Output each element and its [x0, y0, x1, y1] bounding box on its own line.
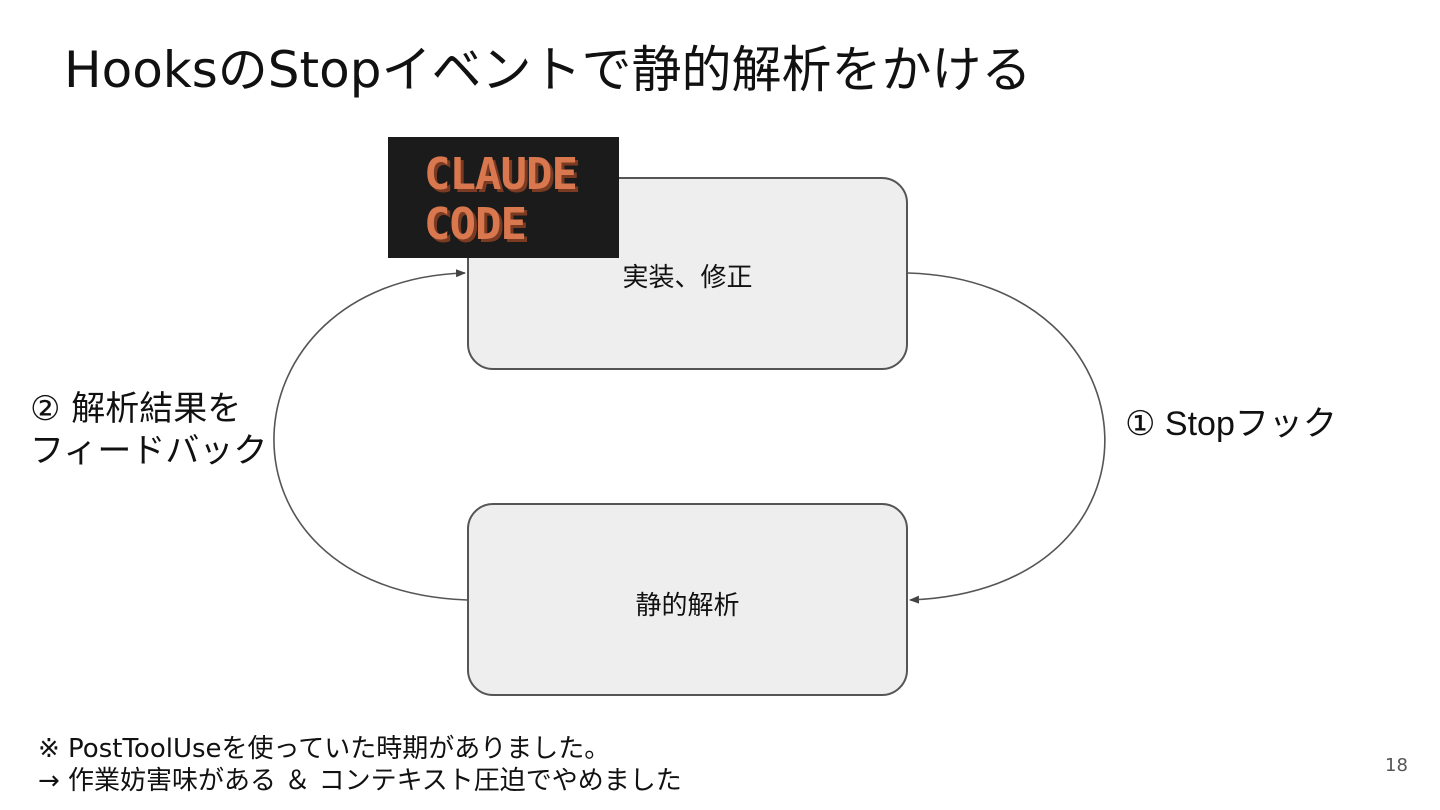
static-analysis-label: 静的解析	[635, 591, 740, 621]
claude-code-logo: CLAUDE CODE	[388, 137, 619, 258]
feedback-label: ② 解析結果を フィードバック	[30, 388, 267, 472]
logo-line-2: CODE	[424, 199, 527, 250]
implement-fix-label: 実装、修正	[622, 263, 753, 293]
footnote-line2: → 作業妨害味がある ＆ コンテキスト圧迫でやめました	[38, 766, 682, 796]
feedback-label-line2: フィードバック	[30, 431, 268, 471]
stop-hook-label: ① Stopフック	[1125, 405, 1337, 443]
footnote-line1: ※ PostToolUseを使っていた時期がありました。	[38, 734, 611, 764]
slide-title: HooksのStopイベントで静的解析をかける	[64, 41, 1032, 99]
page-number: 18	[1385, 755, 1408, 776]
edge-stop-hook	[907, 272, 1106, 604]
footnote: ※ PostToolUseを使っていた時期がありました。 → 作業妨害味がある …	[38, 733, 682, 797]
static-analysis-node: 静的解析	[467, 503, 908, 696]
edge-feedback	[273, 269, 468, 601]
feedback-label-line1: ② 解析結果を	[30, 389, 242, 429]
logo-line-1: CLAUDE	[424, 149, 578, 200]
